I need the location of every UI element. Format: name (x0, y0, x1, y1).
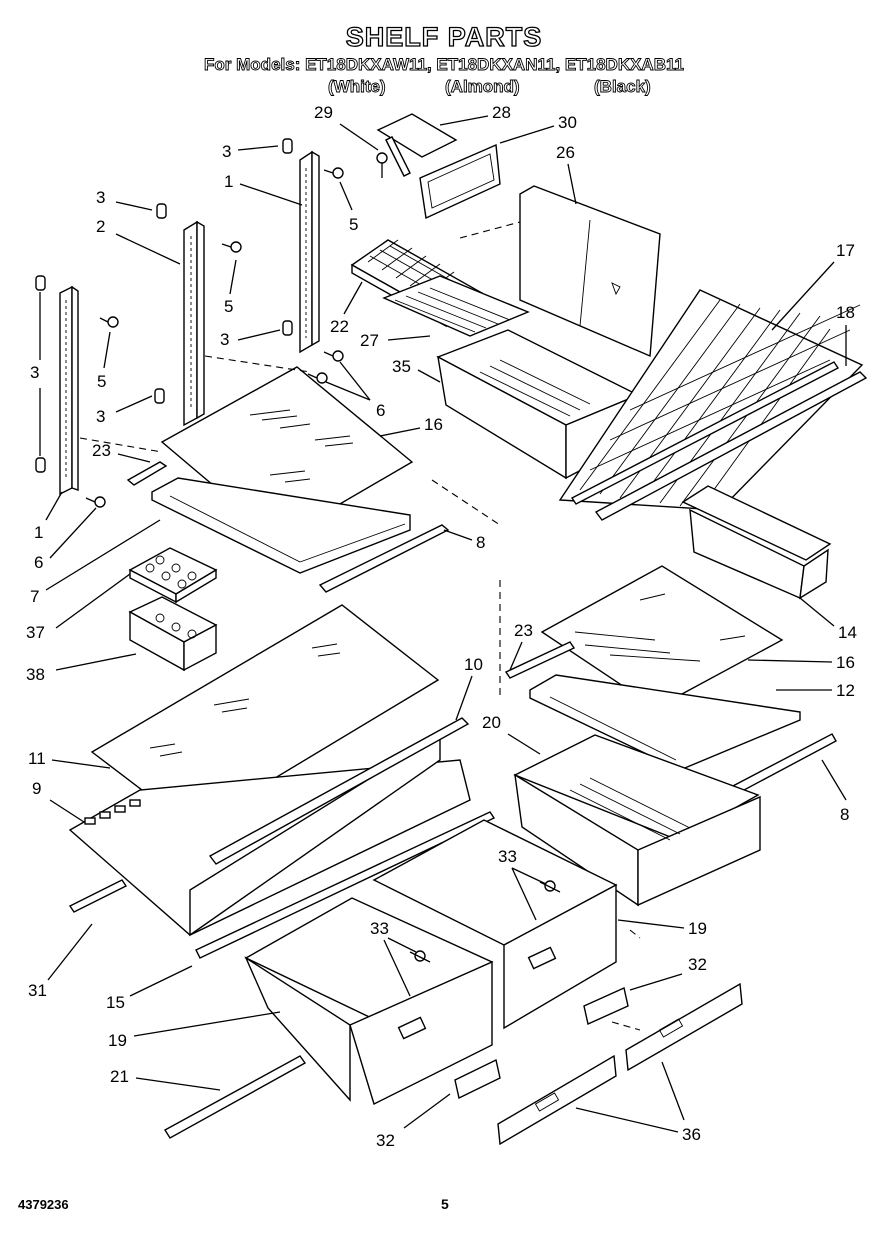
screw-part-29 (376, 152, 388, 178)
callout-12: 12 (836, 681, 855, 700)
callout-1: 1 (224, 172, 233, 191)
callout-3: 3 (96, 407, 105, 426)
callout-20: 20 (482, 713, 501, 732)
callout-5: 5 (97, 372, 106, 391)
callout-33: 33 (498, 847, 517, 866)
trim-part-15 (195, 811, 496, 959)
clip-part-32-lower (454, 1058, 501, 1100)
callout-3: 3 (30, 363, 39, 382)
callout-23: 23 (92, 441, 111, 460)
color-label-almond: (Almond) (445, 77, 520, 97)
upper-left-shelf-frame-part-7 (151, 477, 411, 574)
callout-33: 33 (370, 919, 389, 938)
crisper-drawer-part-19-left (244, 897, 494, 1105)
callout-10: 10 (464, 655, 483, 674)
callout-6: 6 (376, 401, 385, 420)
panel-part-36-lower (497, 1054, 617, 1146)
trim-part-23-lower (504, 641, 576, 679)
trim-part-23-upper (126, 461, 168, 486)
callout-32: 32 (688, 955, 707, 974)
wire-shelf-part-17 (558, 289, 864, 511)
callout-5: 5 (224, 297, 233, 316)
egg-tray-part-37 (128, 547, 218, 604)
divider-part-26 (519, 185, 661, 358)
callout-16: 16 (836, 653, 855, 672)
callout-35: 35 (392, 357, 411, 376)
callout-8: 8 (840, 805, 849, 824)
callout-22: 22 (330, 317, 349, 336)
callout-27: 27 (360, 331, 379, 350)
egg-holder-part-38 (128, 596, 218, 672)
lower-right-glass-shelf-part-16 (540, 565, 784, 709)
right-rail-part-1 (299, 150, 320, 354)
wire-shelf-part-27 (382, 275, 530, 337)
trim-part-21 (164, 1055, 307, 1139)
door-bin-part-14 (681, 485, 832, 600)
callout-37: 37 (26, 623, 45, 642)
page-number: 5 (441, 1196, 449, 1212)
callout-21: 21 (110, 1067, 129, 1086)
callout-28: 28 (492, 103, 511, 122)
trim-part-10 (208, 717, 470, 865)
callout-5: 5 (349, 215, 358, 234)
callout-6: 6 (34, 553, 43, 572)
panel-part-36-upper (625, 982, 743, 1072)
callout-2: 2 (96, 217, 105, 236)
document-number: 4379236 (18, 1197, 69, 1212)
callout-1: 1 (34, 523, 43, 542)
bracket-part-28 (376, 113, 458, 177)
trim-part-18 (570, 361, 868, 521)
callout-16: 16 (424, 415, 443, 434)
alignment-lines (79, 221, 641, 1031)
shelf-frame-part-12 (529, 674, 801, 771)
callout-19: 19 (108, 1031, 127, 1050)
callout-3: 3 (222, 142, 231, 161)
callout-17: 17 (836, 241, 855, 260)
callout-3: 3 (96, 188, 105, 207)
drawer-part-20 (513, 734, 761, 907)
callout-31: 31 (28, 981, 47, 1000)
color-label-black: (Black) (594, 77, 652, 97)
callout-9: 9 (32, 779, 41, 798)
callout-19: 19 (688, 919, 707, 938)
left-rail-part-1 (59, 285, 79, 496)
callout-23: 23 (514, 621, 533, 640)
callout-36: 36 (682, 1125, 701, 1144)
callout-labels: 29 28 30 26 3 1 5 3 2 (26, 103, 857, 1150)
callout-18: 18 (836, 303, 855, 322)
center-rail-part-2 (183, 220, 205, 427)
crisper-drawer-part-19-right (372, 819, 618, 1030)
screws-part-5-6 (85, 167, 344, 508)
callout-30: 30 (558, 113, 577, 132)
crisper-frame-part-9 (68, 733, 471, 937)
cover-part-30 (419, 143, 501, 220)
callout-3: 3 (220, 330, 229, 349)
callout-32: 32 (376, 1131, 395, 1150)
rail-caps-part-3 (35, 138, 293, 473)
callout-26: 26 (556, 143, 575, 162)
clip-part-32-upper (583, 987, 629, 1025)
callout-15: 15 (106, 993, 125, 1012)
callout-14: 14 (838, 623, 857, 642)
callout-7: 7 (30, 587, 39, 606)
color-label-white: (White) (328, 77, 386, 97)
screws-part-33 (409, 880, 561, 963)
callout-8: 8 (476, 533, 485, 552)
callout-11: 11 (28, 749, 46, 768)
models-line: For Models: ET18DKXAW11, ET18DKXAN11, ET… (204, 55, 685, 75)
callout-38: 38 (26, 665, 45, 684)
trim-part-8-upper (318, 524, 450, 593)
page-title: SHELF PARTS (345, 21, 543, 52)
callout-29: 29 (314, 103, 333, 122)
trim-part-31 (68, 879, 128, 913)
